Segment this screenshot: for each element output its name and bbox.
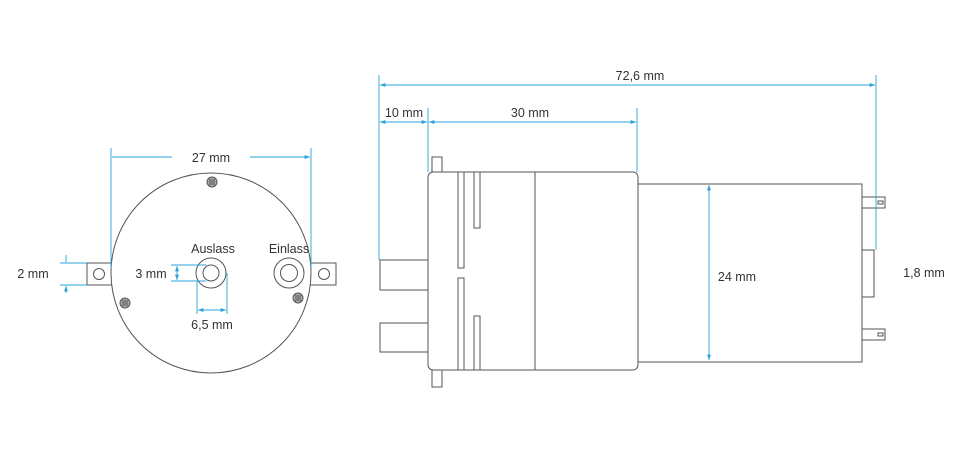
port-length-label: 10 mm (385, 106, 423, 120)
inlet-port-inner (280, 264, 298, 282)
outlet-tube (379, 259, 429, 291)
pump-housing-circle (110, 172, 312, 374)
motor-diameter-label: 24 mm (718, 270, 756, 284)
width-dimension-label: 27 mm (192, 151, 230, 165)
front-view (60, 148, 337, 374)
outlet-label: Auslass (191, 242, 235, 256)
terminal-bottom (861, 328, 886, 341)
tab-dimension-label: 2 mm (17, 267, 48, 281)
side-view (378, 75, 886, 388)
right-mount-tab (309, 262, 337, 286)
left-mount-tab (86, 262, 113, 286)
inlet-port-outer (273, 257, 305, 289)
port-dimension-label: 6,5 mm (191, 318, 233, 332)
inlet-tube (379, 322, 429, 353)
right-mount-hole (318, 268, 330, 280)
terminal-dimension-label: 1,8 mm (903, 266, 945, 280)
outlet-port-inner (202, 264, 220, 282)
pump-body (427, 171, 639, 371)
top-pin (431, 156, 443, 173)
bottom-pin (431, 369, 443, 388)
outlet-port-outer (195, 257, 227, 289)
left-mount-hole (93, 268, 105, 280)
total-length-label: 72,6 mm (616, 69, 665, 83)
motor-shaft-boss (861, 249, 875, 298)
pump-length-label: 30 mm (511, 106, 549, 120)
inlet-label: Einlass (269, 242, 309, 256)
screw-icon (119, 176, 304, 309)
terminal-top (861, 196, 886, 209)
bore-dimension-label: 3 mm (135, 267, 166, 281)
